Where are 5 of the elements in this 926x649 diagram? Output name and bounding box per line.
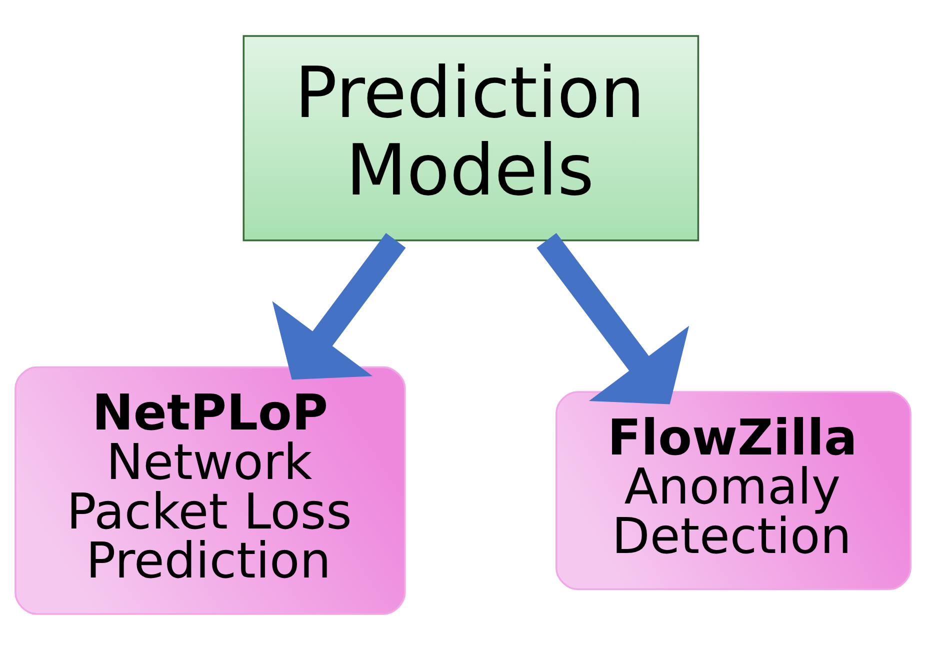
- arrow: [272, 232, 406, 380]
- node-box: FlowZilla Anomaly Detection: [556, 390, 912, 590]
- node-box: NetPLoP Network Packet Loss Prediction: [14, 366, 406, 614]
- arrow: [536, 232, 690, 404]
- node-box: Prediction Models: [242, 34, 700, 241]
